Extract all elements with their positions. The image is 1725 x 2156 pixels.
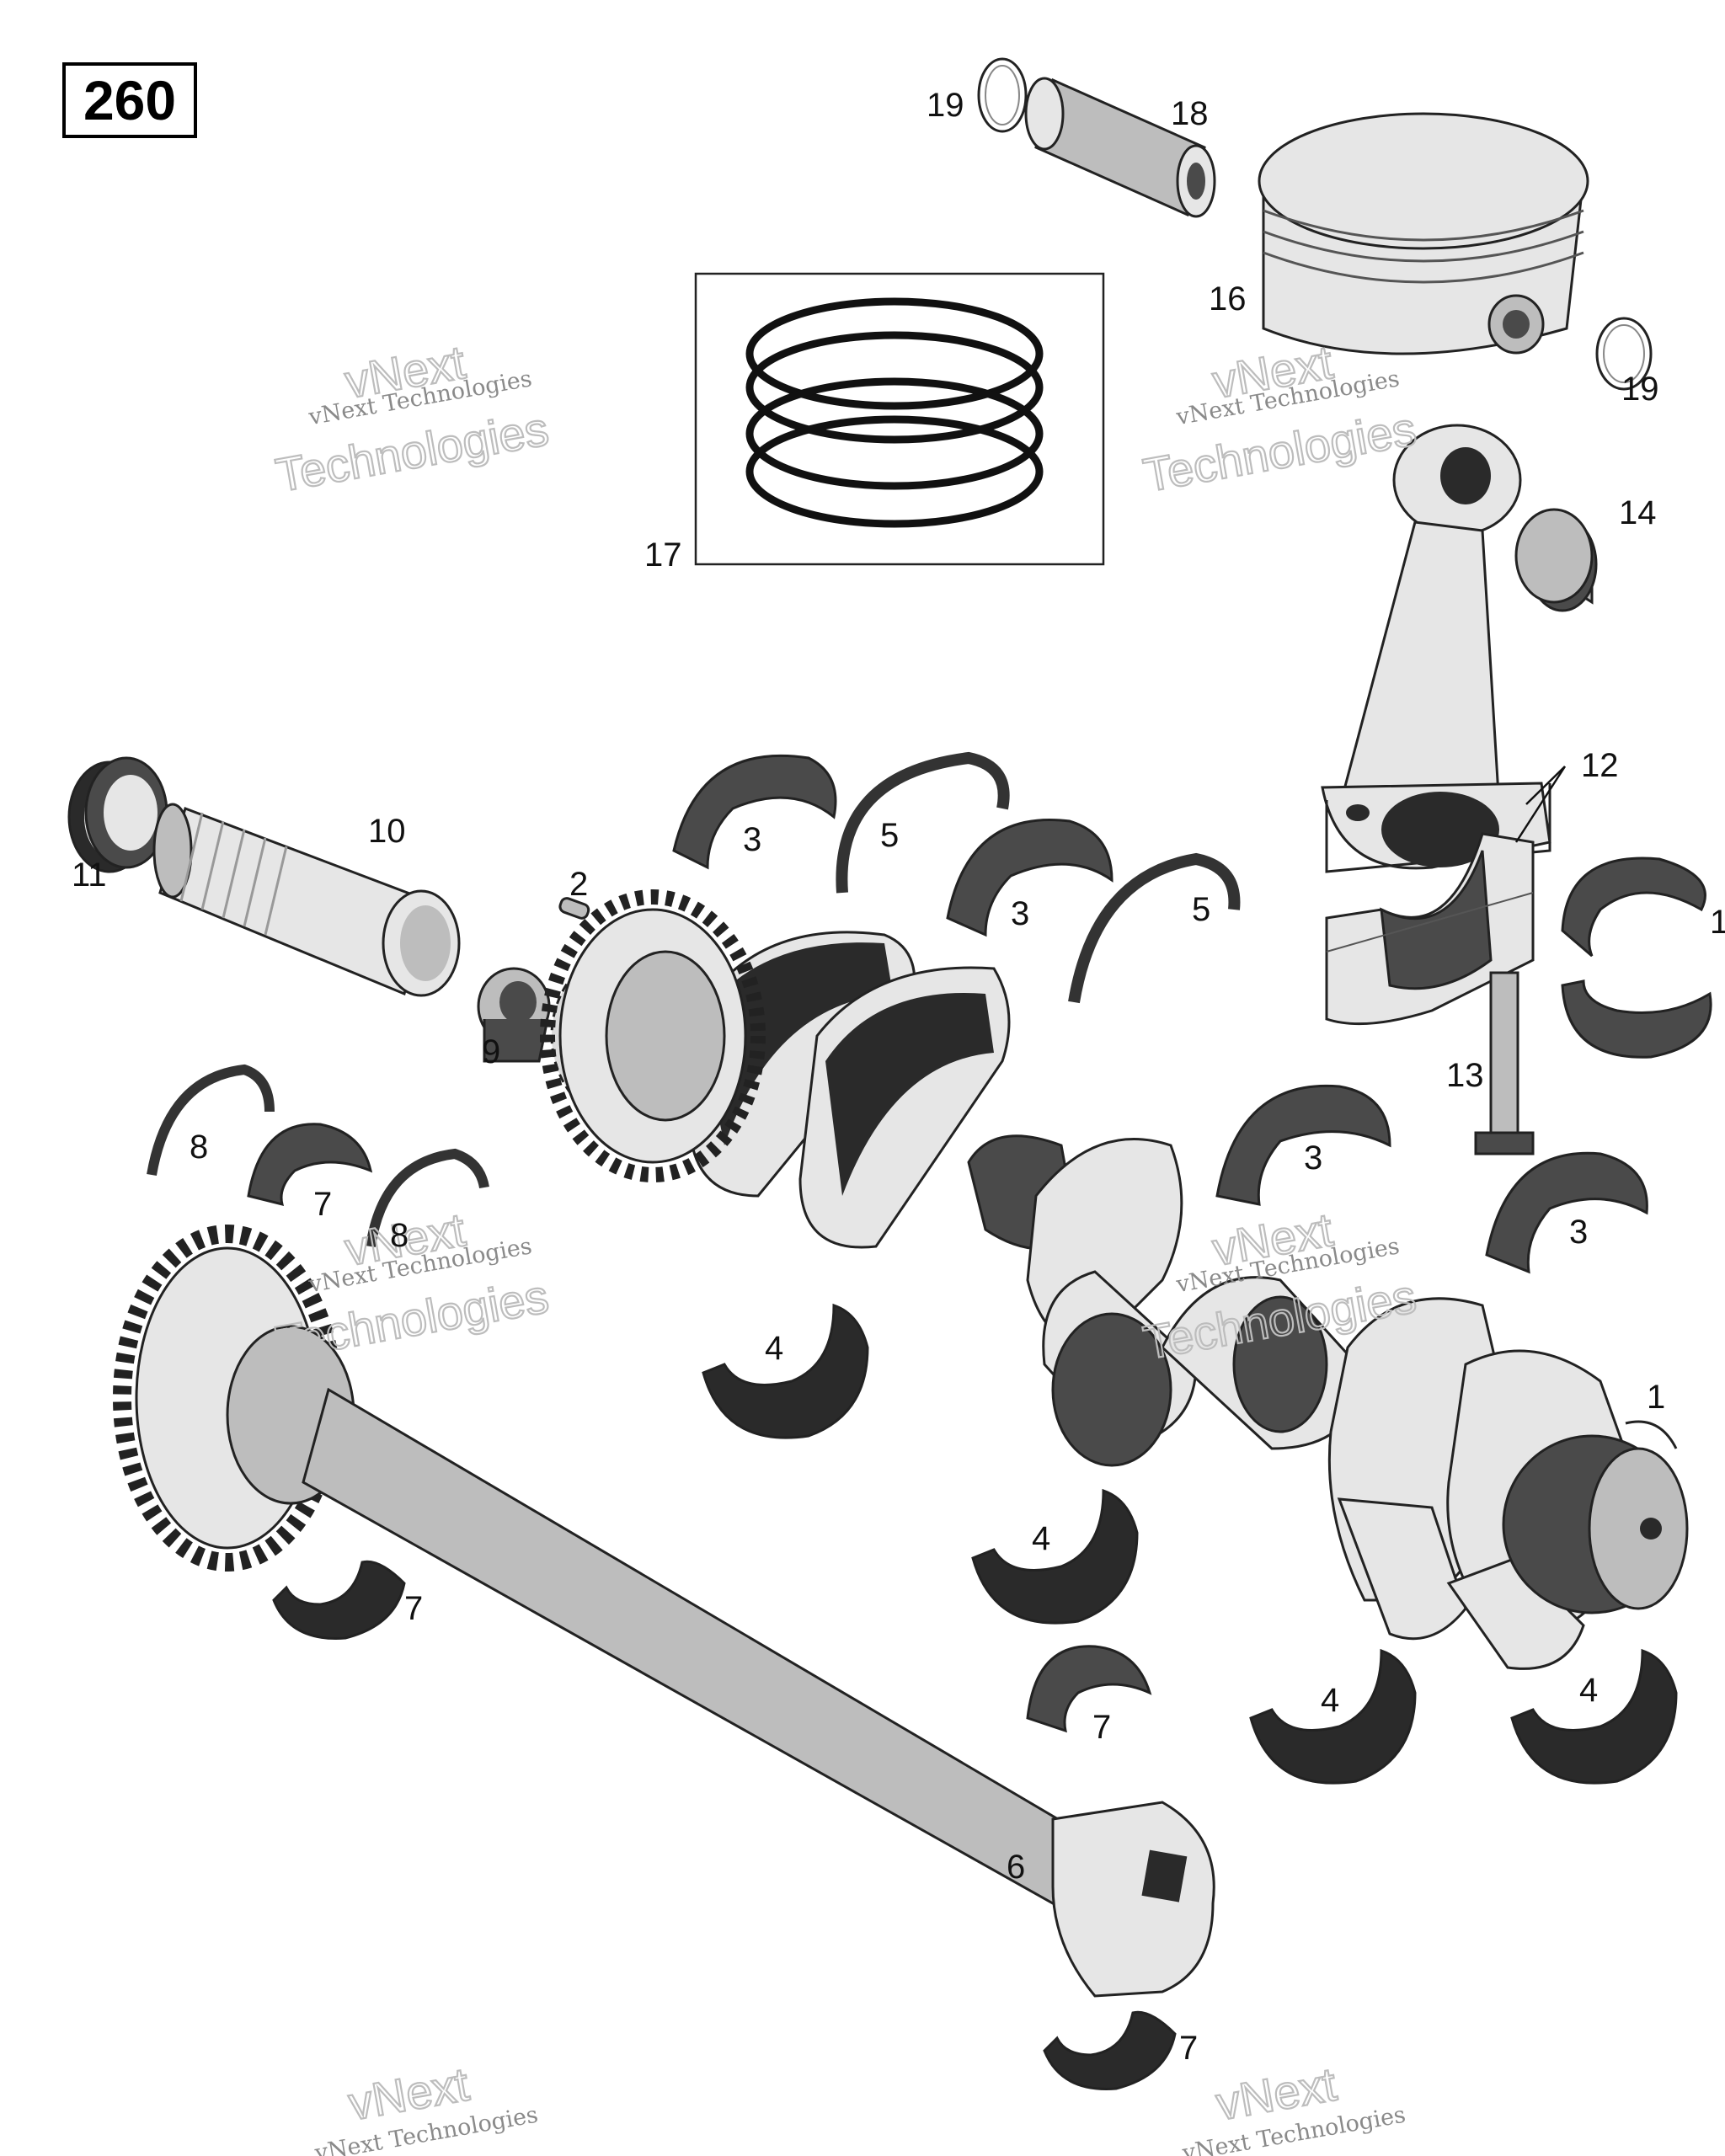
piston-pin-clip-19-left [977, 57, 1028, 133]
watermark-5: vNext vNext Technologies [312, 2056, 541, 2156]
callout-7-bearing-c: 7 [1092, 1709, 1111, 1746]
oil-seal-11 [67, 756, 168, 873]
balance-bearing-7-c [1026, 1645, 1152, 1733]
balance-bearing-7-b [272, 1560, 406, 1640]
callout-1-rod-bearing: 1 [1710, 904, 1725, 941]
main-bearing-3-b [946, 819, 1114, 937]
piston-16 [1258, 112, 1589, 355]
callout-3-bearing-c: 3 [1304, 1139, 1322, 1177]
rod-bearing-1-upper [1561, 857, 1706, 958]
connecting-rod-12 [1321, 424, 1551, 873]
callout-5-washer-b: 5 [1192, 891, 1210, 928]
callout-6-balance-shaft: 6 [1007, 1849, 1025, 1886]
callout-13-rod-bolt: 13 [1446, 1057, 1484, 1094]
callout-1-crankshaft: 1 [1647, 1379, 1665, 1416]
callout-14-bushing: 14 [1619, 494, 1657, 531]
callout-10-sleeve: 10 [368, 813, 406, 850]
callout-3-bearing-d: 3 [1569, 1214, 1588, 1251]
main-bearing-4-c [1249, 1648, 1417, 1785]
callout-4-bearing-b: 4 [1032, 1520, 1050, 1557]
figure-number-box: 260 [62, 62, 197, 138]
crankshaft-gear [540, 889, 766, 1182]
callouts: 19 18 16 19 17 14 12 10 11 2 9 3 5 3 5 1… [72, 87, 1725, 2067]
balance-bearing-7-d [1043, 2010, 1177, 2090]
callout-18-piston-pin: 18 [1171, 95, 1209, 132]
watermark-6: vNext vNext Technologies [1180, 2056, 1408, 2156]
watermark-1: vNext vNext Technologies Technologies [271, 334, 553, 503]
balance-shaft-6 [302, 1387, 1215, 1998]
callout-7-bearing-a: 7 [313, 1186, 332, 1223]
main-bearing-4-b [971, 1488, 1139, 1625]
callout-4-bearing-a: 4 [765, 1330, 783, 1367]
callout-8-washer-b: 8 [390, 1217, 409, 1254]
callout-2-key: 2 [569, 866, 588, 903]
key-2 [558, 897, 590, 920]
sleeve-10 [152, 803, 461, 997]
rod-bolt-13 [1474, 971, 1535, 1155]
callout-16-piston: 16 [1209, 280, 1247, 318]
thrust-washer-8-a [147, 1064, 275, 1177]
piston-ring-set-17 [694, 272, 1105, 566]
main-bearing-4-d [1510, 1648, 1678, 1785]
callout-12-con-rod: 12 [1581, 747, 1619, 784]
callout-5-washer-a: 5 [880, 817, 899, 854]
callout-3-bearing-a: 3 [743, 821, 761, 858]
callout-19-clip-right: 19 [1621, 371, 1659, 408]
thrust-washer-5-a [836, 751, 1010, 894]
callout-7-bearing-b: 7 [404, 1590, 423, 1627]
callout-19-clip-left: 19 [927, 87, 964, 124]
thrust-washer-8-b [366, 1148, 489, 1247]
rod-bearing-1-lower [1561, 979, 1712, 1059]
thrust-washer-5-b [1068, 852, 1241, 1004]
balance-bearing-7-a [247, 1123, 373, 1207]
callout-3-bearing-b: 3 [1011, 895, 1029, 932]
figure-number: 260 [83, 69, 176, 131]
callout-17-ring-set: 17 [644, 536, 682, 574]
callout-7-bearing-d: 7 [1179, 2030, 1198, 2067]
callout-4-bearing-c: 4 [1321, 1682, 1339, 1719]
callout-8-washer-a: 8 [190, 1129, 208, 1166]
callout-11-seal: 11 [72, 857, 107, 894]
callout-9-gear: 9 [482, 1033, 500, 1070]
connecting-rod-cap-12 [1325, 832, 1535, 1026]
main-bearing-3-c [1215, 1084, 1391, 1206]
main-bearing-3-d [1485, 1151, 1648, 1274]
leader-lines-12 [1514, 766, 1567, 843]
main-bearing-4-a [702, 1303, 869, 1439]
piston-pin-18 [1024, 77, 1216, 218]
small-end-bushing-14 [1514, 508, 1598, 612]
main-bearing-3-a [672, 754, 837, 870]
piston-pin-clip-19-right [1595, 317, 1653, 391]
callout-4-bearing-d: 4 [1579, 1672, 1598, 1709]
